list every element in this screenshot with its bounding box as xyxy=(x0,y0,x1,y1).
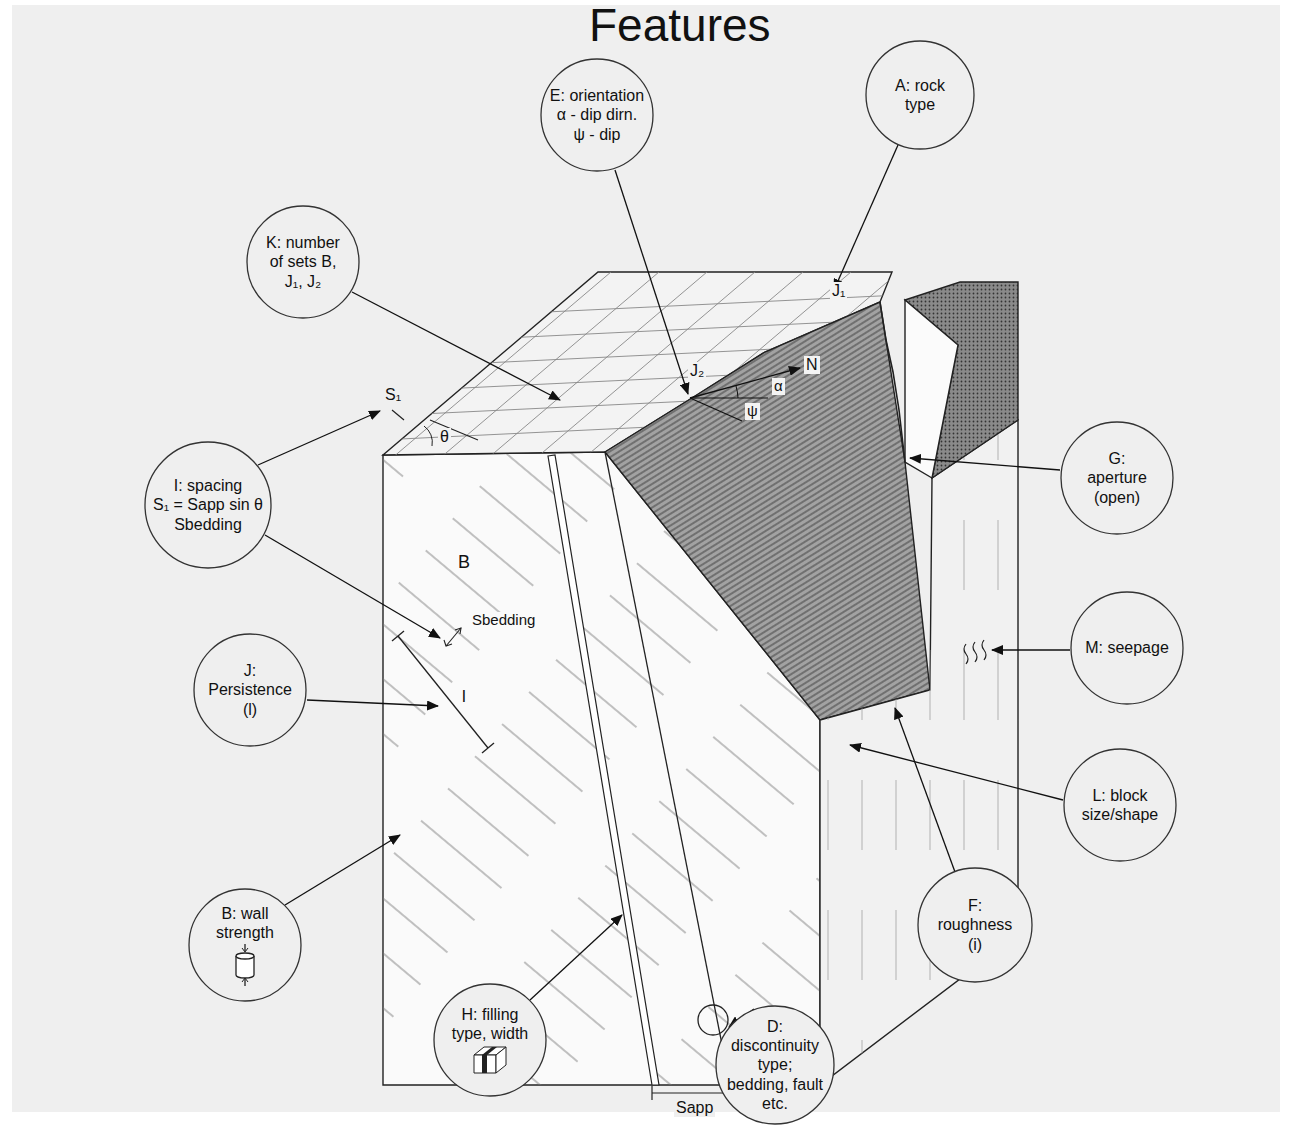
circle-border xyxy=(716,1006,834,1124)
circle-border xyxy=(434,984,546,1096)
block-label: θ xyxy=(438,428,451,446)
callout-circle: K: number of sets B, J₁, J₂ xyxy=(246,205,360,319)
strength-icon xyxy=(230,944,260,986)
circle-border xyxy=(194,634,306,746)
leader-arrows xyxy=(258,145,1070,1027)
circle-border xyxy=(247,206,359,318)
callout-circle: J: Persistence (l) xyxy=(193,633,307,747)
joint-trace xyxy=(605,452,730,1085)
block-label: B xyxy=(456,553,472,573)
seepage-symbol xyxy=(964,640,986,664)
callout-circle: M: seepage xyxy=(1070,591,1184,705)
callout-text: S₁ = Sapp sin θ xyxy=(153,495,263,514)
circle-outline xyxy=(1063,748,1177,862)
diagram-title: Features xyxy=(589,0,771,51)
callout-circle: F: roughness (i) xyxy=(917,867,1033,983)
callout-icon xyxy=(444,1045,536,1075)
circle-border xyxy=(189,889,301,1001)
horizontal-reference xyxy=(690,397,768,398)
spacing-tick xyxy=(392,410,404,420)
callout-text: H: filling type, width xyxy=(444,1005,536,1043)
block-label: l xyxy=(460,688,468,707)
circle-border xyxy=(1064,749,1176,861)
callout-circle: I: spacingS₁ = Sapp sin θSbedding xyxy=(144,441,272,569)
theta-arc xyxy=(424,426,432,446)
circle-border xyxy=(1061,422,1173,534)
block-label: Sapp xyxy=(674,1099,715,1117)
block-label: ψ xyxy=(745,403,760,420)
bedding-spacing-mark xyxy=(446,628,461,646)
detail-circle xyxy=(698,1005,728,1035)
circle-border xyxy=(918,868,1032,982)
callout-text: B: wall strength xyxy=(205,904,285,942)
callout-text: Sbedding xyxy=(153,515,263,534)
circle-border xyxy=(145,442,271,568)
block-label: Sbedding xyxy=(470,612,537,629)
circle-outline xyxy=(865,40,975,150)
callout-text: K: number of sets B, J₁, J₂ xyxy=(259,233,347,291)
rock-type-block xyxy=(905,282,1018,478)
block-label: N xyxy=(804,356,820,374)
right-face-traces xyxy=(820,420,1018,1085)
block-label: S₁ xyxy=(383,386,403,404)
filling-icon xyxy=(472,1045,508,1075)
circle-border xyxy=(541,59,653,171)
callout-text: M: seepage xyxy=(1085,638,1169,657)
callout-text: D: discontinuity type; bedding, fault et… xyxy=(725,1017,825,1113)
callout-circle: A: rock type xyxy=(865,40,975,150)
callout-icon xyxy=(205,944,285,986)
open-aperture xyxy=(880,302,905,462)
callout-circle: D: discontinuity type; bedding, fault et… xyxy=(715,1005,835,1125)
callout-circle: E: orientation α - dip dirn. ψ - dip xyxy=(540,58,654,172)
apparent-spacing-bracket xyxy=(652,1092,730,1093)
callout-text: L: block size/shape xyxy=(1076,786,1164,824)
filled-discontinuity xyxy=(548,455,659,1085)
circle-border xyxy=(866,41,974,149)
callout-text: A: rock type xyxy=(880,76,960,114)
block-label: J₁ xyxy=(830,282,847,300)
callout-text: J: Persistence (l) xyxy=(203,661,298,719)
alpha-arc xyxy=(736,386,738,398)
block-label: α xyxy=(772,378,785,395)
callout-circle: B: wall strength xyxy=(188,888,302,1002)
callout-text: I: spacing xyxy=(153,476,263,495)
callout-text: E: orientation α - dip dirn. ψ - dip xyxy=(550,86,645,144)
right-face xyxy=(820,420,1018,1085)
dip-line xyxy=(690,398,742,421)
circle-border xyxy=(1071,592,1183,704)
rock-type-block-face xyxy=(905,300,958,478)
persistence-bracket xyxy=(398,636,488,748)
callout-circle: G: aperture (open) xyxy=(1060,421,1174,535)
panel-ground xyxy=(12,5,1280,1112)
callout-circle: H: filling type, width xyxy=(433,983,547,1097)
sliding-surface xyxy=(605,302,930,720)
callout-text: G: aperture (open) xyxy=(1077,449,1157,507)
north-arrow xyxy=(690,368,800,398)
callout-circle: L: block size/shape xyxy=(1063,748,1177,862)
block-label: J₂ xyxy=(688,362,706,380)
callout-text: F: roughness (i) xyxy=(931,896,1019,954)
